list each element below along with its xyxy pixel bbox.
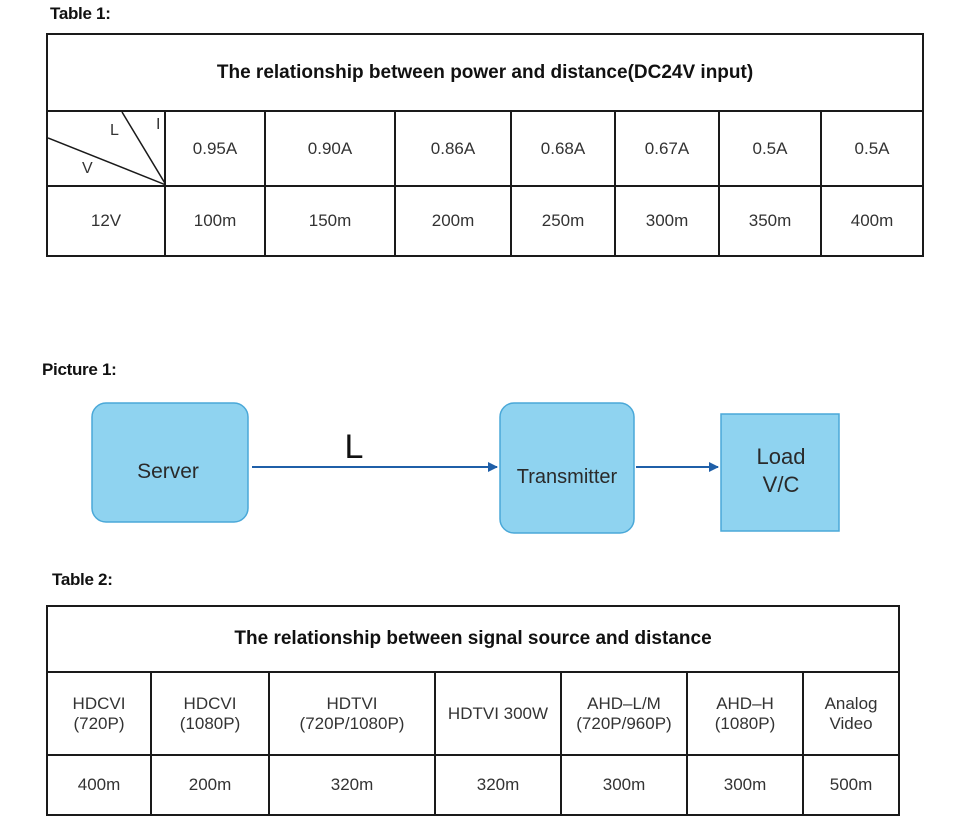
picture1-caption: Picture 1:	[42, 360, 117, 379]
load-label-line2: V/C	[763, 472, 800, 497]
signal-source-cell: HDTVI 300W	[434, 671, 562, 756]
current-cell: 0.95A	[164, 110, 266, 187]
table1-caption: Table 1:	[50, 4, 111, 23]
server-box	[91, 402, 249, 523]
distance-cell: 400m	[819, 185, 925, 257]
load-label-line1: Load	[757, 444, 806, 469]
table1-corner-cell: L I V	[46, 110, 166, 187]
signal-distance-cell: 200m	[150, 754, 270, 816]
current-cell: 0.68A	[510, 110, 616, 187]
signal-source-cell: HDTVI (720P/1080P)	[268, 671, 436, 756]
signal-source-cell: HDCVI (1080P)	[150, 671, 270, 756]
current-cell: 0.86A	[394, 110, 512, 187]
signal-source-cell: AHD–H (1080P)	[686, 671, 804, 756]
signal-distance-table: The relationship between signal source a…	[45, 605, 901, 816]
distance-cell: 200m	[394, 185, 512, 257]
server-label: Server	[137, 460, 199, 483]
signal-source-cell: AHD–L/M (720P/960P)	[560, 671, 688, 756]
signal-distance-cell: 300m	[686, 754, 804, 816]
corner-label-v: V	[82, 160, 93, 177]
distance-cell: 150m	[264, 185, 396, 257]
length-label: L	[345, 428, 364, 466]
signal-distance-cell: 300m	[560, 754, 688, 816]
current-cell: 0.67A	[614, 110, 720, 187]
current-cell: 0.90A	[264, 110, 396, 187]
signal-distance-cell: 320m	[434, 754, 562, 816]
distance-cell: 300m	[614, 185, 720, 257]
distance-cell: 100m	[164, 185, 266, 257]
current-cell: 0.5A	[819, 110, 925, 187]
signal-distance-cell: 320m	[268, 754, 436, 816]
signal-distance-cell: 400m	[46, 754, 152, 816]
corner-label-l: L	[110, 122, 119, 139]
load-box	[720, 413, 840, 532]
signal-distance-cell: 500m	[801, 754, 901, 816]
signal-source-cell: Analog Video	[801, 671, 901, 756]
corner-diagonal-lines	[48, 112, 166, 185]
distance-cell: 250m	[510, 185, 616, 257]
transmitter-label: Transmitter	[517, 466, 618, 488]
signal-flow-diagram: Server L Transmitter Load V/C	[91, 402, 840, 534]
table2-caption: Table 2:	[52, 570, 113, 589]
table2-title: The relationship between signal source a…	[45, 605, 901, 673]
table1-title: The relationship between power and dista…	[45, 33, 925, 112]
signal-source-cell: HDCVI (720P)	[46, 671, 152, 756]
corner-label-i: I	[156, 116, 161, 133]
power-distance-table: The relationship between power and dista…	[45, 33, 925, 257]
distance-cell: 350m	[718, 185, 822, 257]
current-cell: 0.5A	[718, 110, 822, 187]
voltage-cell: 12V	[46, 185, 166, 257]
transmitter-box	[499, 402, 635, 534]
